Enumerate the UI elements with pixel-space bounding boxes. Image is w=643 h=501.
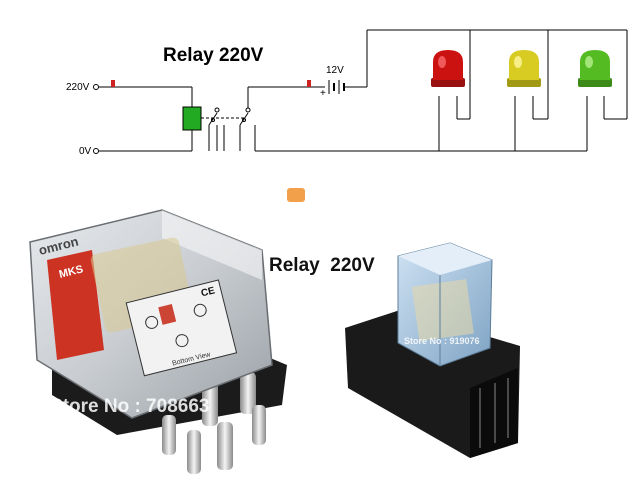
label-12v: 12V (326, 65, 344, 76)
relay-contacts (201, 87, 256, 151)
shop-badge (287, 188, 305, 202)
green-lamp (578, 50, 612, 87)
relay-coil (182, 106, 202, 131)
lamp-wiring (255, 30, 628, 152)
terminal-0v (93, 148, 99, 154)
relay-photo-large: omron MKS CE Bottom View Store No : 7086… (29, 209, 287, 474)
schematic-title: Relay 220V (163, 45, 264, 66)
relay-pins (162, 372, 266, 474)
battery-plus: + (320, 88, 326, 99)
watermark-right: Store No : 919076 (404, 336, 480, 346)
photo-title: Relay 220V (269, 255, 375, 276)
relay-photo-socket: Store No : 919076 (345, 242, 520, 458)
label-0v: 0V (79, 146, 92, 157)
fuse-220v (111, 80, 115, 87)
relay-schematic: Relay 220V 220V 0V 12V + (66, 29, 628, 157)
relay-model: MKS (58, 263, 85, 281)
relay-label-red (47, 250, 104, 360)
watermark-left: Store No : 708663 (50, 396, 209, 417)
label-220v: 220V (66, 82, 90, 93)
red-lamp (431, 50, 465, 87)
ce-mark: CE (200, 285, 216, 299)
yellow-lamp (507, 50, 541, 87)
battery-symbol (328, 80, 345, 94)
terminal-220v (93, 84, 99, 90)
fuse-12v (307, 80, 311, 87)
